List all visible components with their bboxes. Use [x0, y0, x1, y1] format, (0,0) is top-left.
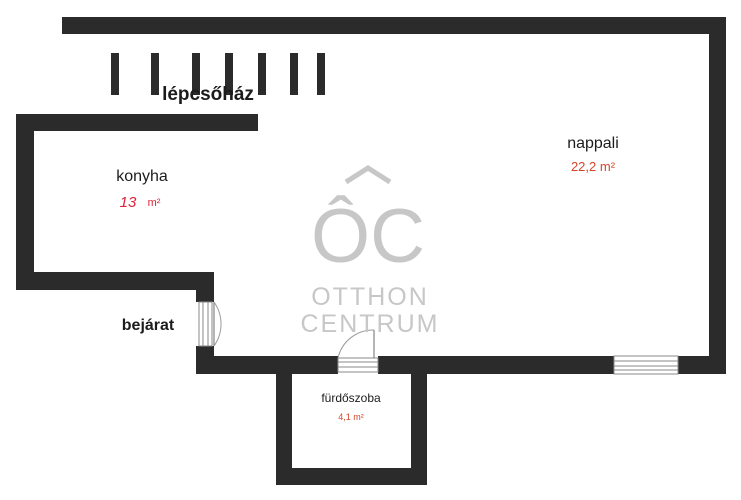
door-frame — [337, 357, 379, 373]
stair-steps — [111, 53, 325, 95]
wall-bottom-left — [196, 356, 338, 374]
window — [613, 355, 679, 375]
logo-roof-icon — [344, 165, 392, 185]
wall-right — [709, 17, 726, 374]
bathroom-door — [337, 329, 379, 373]
room-area-living: 22,2 m² — [571, 159, 616, 174]
wall-left — [16, 114, 34, 290]
wall-top — [62, 17, 726, 34]
room-area-bathroom: 4,1 m² — [338, 412, 364, 422]
stair-step — [111, 53, 119, 95]
watermark-line1: OTTHON — [311, 283, 429, 311]
wall-bath-right — [411, 356, 427, 485]
room-label-kitchen: konyha — [116, 168, 168, 185]
door-frame — [198, 301, 213, 347]
stair-step — [317, 53, 325, 95]
watermark: ÔC OTTHON CENTRUM — [301, 165, 440, 338]
stair-step — [151, 53, 159, 95]
room-label-entrance: bejárat — [122, 317, 175, 334]
room-area-kitchen-unit: m² — [148, 197, 161, 209]
entrance-door — [198, 301, 222, 347]
wall-bath-bottom — [276, 468, 427, 485]
stair-step — [258, 53, 266, 95]
door-swing-arc — [337, 329, 375, 359]
stair-step — [192, 53, 200, 95]
room-label-stairwell: lépcsőház — [162, 84, 254, 105]
wall-bottom-right — [678, 356, 726, 374]
watermark-line2: CENTRUM — [301, 310, 440, 338]
wall-bottom-mid — [378, 356, 614, 374]
stair-step — [225, 53, 233, 95]
wall-kitchen-bottom — [16, 272, 214, 290]
wall-kitchen-top — [16, 114, 258, 131]
room-area-kitchen-value: 13 — [120, 194, 137, 211]
stair-step — [290, 53, 298, 95]
door-swing-arc — [213, 301, 222, 347]
room-label-bathroom: fürdőszoba — [321, 391, 381, 405]
walls — [16, 17, 726, 485]
wall-entrance-upper — [196, 272, 214, 302]
window-frame — [613, 355, 679, 375]
watermark-logo: ÔC — [311, 194, 425, 279]
wall-bath-left — [276, 356, 292, 485]
room-label-living: nappali — [567, 135, 619, 152]
